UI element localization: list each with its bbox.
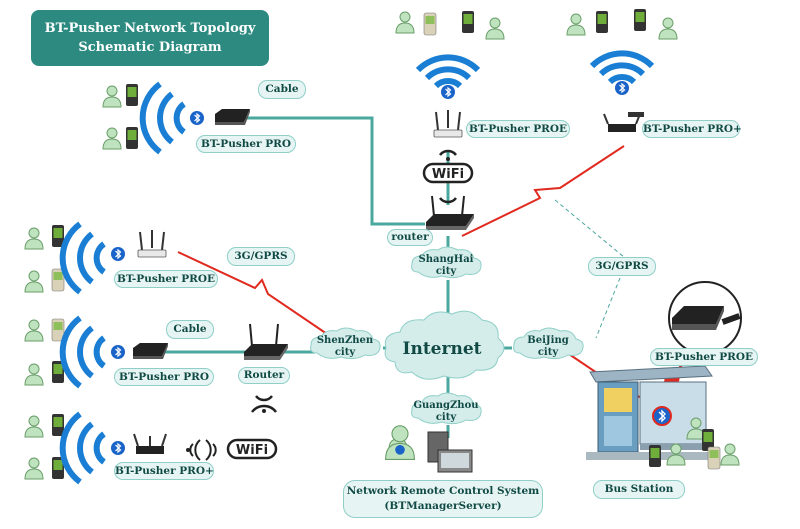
city-beijing-suffix: city [538, 347, 560, 358]
device-proplus-top: BT-Pusher PRO+ [642, 120, 742, 138]
city-shenzhen-suffix: city [335, 347, 357, 358]
bluetooth-icon [110, 246, 126, 262]
group-top-right [566, 9, 678, 132]
group-top-middle [395, 11, 505, 138]
user-icon [658, 17, 678, 40]
router-top-label: router [387, 229, 433, 246]
wifi-logo-text: WiFi [236, 443, 268, 458]
user-icon [102, 127, 122, 150]
city-shanghai-name: ShangHai [419, 254, 474, 265]
bluetooth-icon [110, 440, 126, 456]
server-label-line-1: Network Remote Control System [346, 485, 540, 497]
device-proe-left: BT-Pusher PROE [114, 270, 218, 288]
city-shanghai-suffix: city [436, 266, 458, 277]
proe-device-icon [137, 229, 167, 258]
phone-icon [126, 127, 138, 149]
user-icon [24, 227, 44, 250]
phone-icon [52, 414, 64, 436]
server-label-line-2: (BTManagerServer) [384, 500, 502, 512]
bus-station-label: Bus Station [593, 480, 685, 499]
city-guangzhou-suffix: city [436, 412, 458, 423]
wifi-top: WiFi [422, 149, 474, 204]
user-icon [24, 415, 44, 438]
user-icon [102, 85, 122, 108]
proe-device-icon [433, 109, 463, 138]
bluetooth-waves-icon [143, 84, 184, 152]
diagram-title: BT-Pusher Network Topology Schematic Dia… [31, 10, 269, 66]
bluetooth-waves-icon [63, 318, 104, 386]
cable-left-label: Cable [166, 320, 214, 339]
bluetooth-icon [189, 110, 205, 126]
device-proplus-left: BT-Pusher PRO+ [114, 462, 214, 480]
bluetooth-icon [440, 84, 456, 100]
user-icon [24, 319, 44, 342]
pro-device-icon [133, 343, 168, 359]
city-shenzhen-name: ShenZhen [317, 335, 374, 346]
city-guangzhou-name: GuangZhou [413, 400, 478, 411]
user-icon [24, 270, 44, 293]
cloud-internet [384, 310, 505, 380]
group-left-proplus [24, 414, 167, 482]
internet-label: Internet [403, 339, 482, 359]
bus-proe-inset [668, 281, 742, 355]
bluetooth-icon [110, 344, 126, 360]
bluetooth-waves-icon [63, 414, 104, 482]
phone-icon [423, 12, 437, 36]
city-beijing-name: BeiJing [527, 335, 568, 346]
device-pro-left: BT-Pusher PRO [114, 368, 214, 386]
user-icon [395, 11, 415, 34]
phone-icon [634, 9, 646, 31]
bluetooth-icon [614, 80, 630, 96]
gprs-left-label: 3G/GPRS [227, 247, 295, 266]
gprs-right-label: 3G/GPRS [588, 257, 656, 276]
pro-device-icon [215, 109, 250, 125]
wifi-left: WiFi [186, 395, 278, 461]
user-icon [24, 363, 44, 386]
user-icon [24, 457, 44, 480]
server-label: Network Remote Control System (BTManager… [343, 480, 543, 518]
device-proe-bus: BT-Pusher PROE [650, 348, 758, 366]
device-proe-top: BT-Pusher PROE [466, 120, 570, 138]
router-left-icon [244, 323, 288, 360]
cable-top-label: Cable [258, 80, 306, 99]
device-pro-top-left: BT-Pusher PRO [196, 135, 296, 153]
server-group [385, 425, 473, 473]
dashed-link [554, 199, 631, 263]
user-icon [566, 13, 586, 36]
phone-icon [462, 11, 474, 33]
router-left-label: Router [238, 367, 290, 384]
title-line-2: Schematic Diagram [78, 40, 222, 55]
wifi-logo-text: WiFi [432, 167, 464, 182]
user-icon [485, 17, 505, 40]
bluetooth-waves-icon [63, 224, 104, 292]
phone-icon [126, 84, 138, 106]
router-top-icon [426, 195, 474, 230]
title-line-1: BT-Pusher Network Topology [44, 21, 256, 36]
phone-icon [596, 11, 608, 33]
dashed-link [595, 277, 621, 339]
